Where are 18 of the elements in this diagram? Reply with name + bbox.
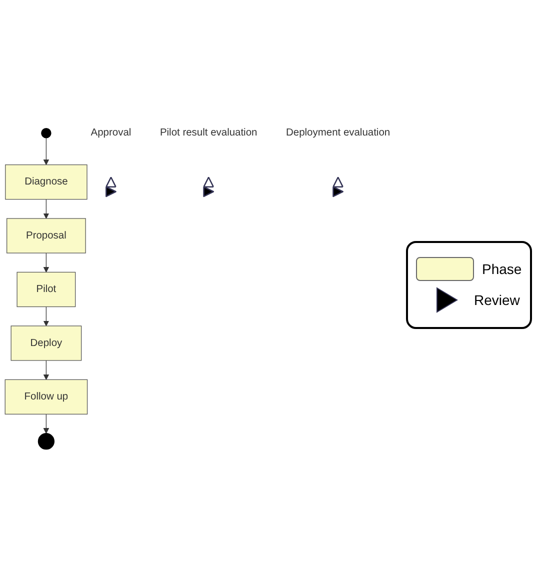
node-box: Proposal <box>6 218 86 253</box>
node-circle <box>38 432 55 450</box>
arrow <box>43 306 50 326</box>
arrow <box>43 198 50 218</box>
node-label: Pilot result evaluation <box>160 126 258 138</box>
arrow <box>43 252 50 272</box>
node-circle <box>41 128 52 138</box>
arrow <box>43 360 50 380</box>
legend-label: Review <box>474 292 520 308</box>
node-label: Approval <box>90 126 132 138</box>
node-box: Follow up <box>4 378 88 414</box>
node-box: Pilot <box>16 271 76 307</box>
legend-label: Phase <box>482 260 522 276</box>
node-box: Deploy <box>10 325 82 360</box>
node-label: Deployment evaluation <box>286 126 390 138</box>
arrow <box>43 137 50 165</box>
node-box: Diagnose <box>5 164 88 200</box>
arrow <box>43 413 50 434</box>
